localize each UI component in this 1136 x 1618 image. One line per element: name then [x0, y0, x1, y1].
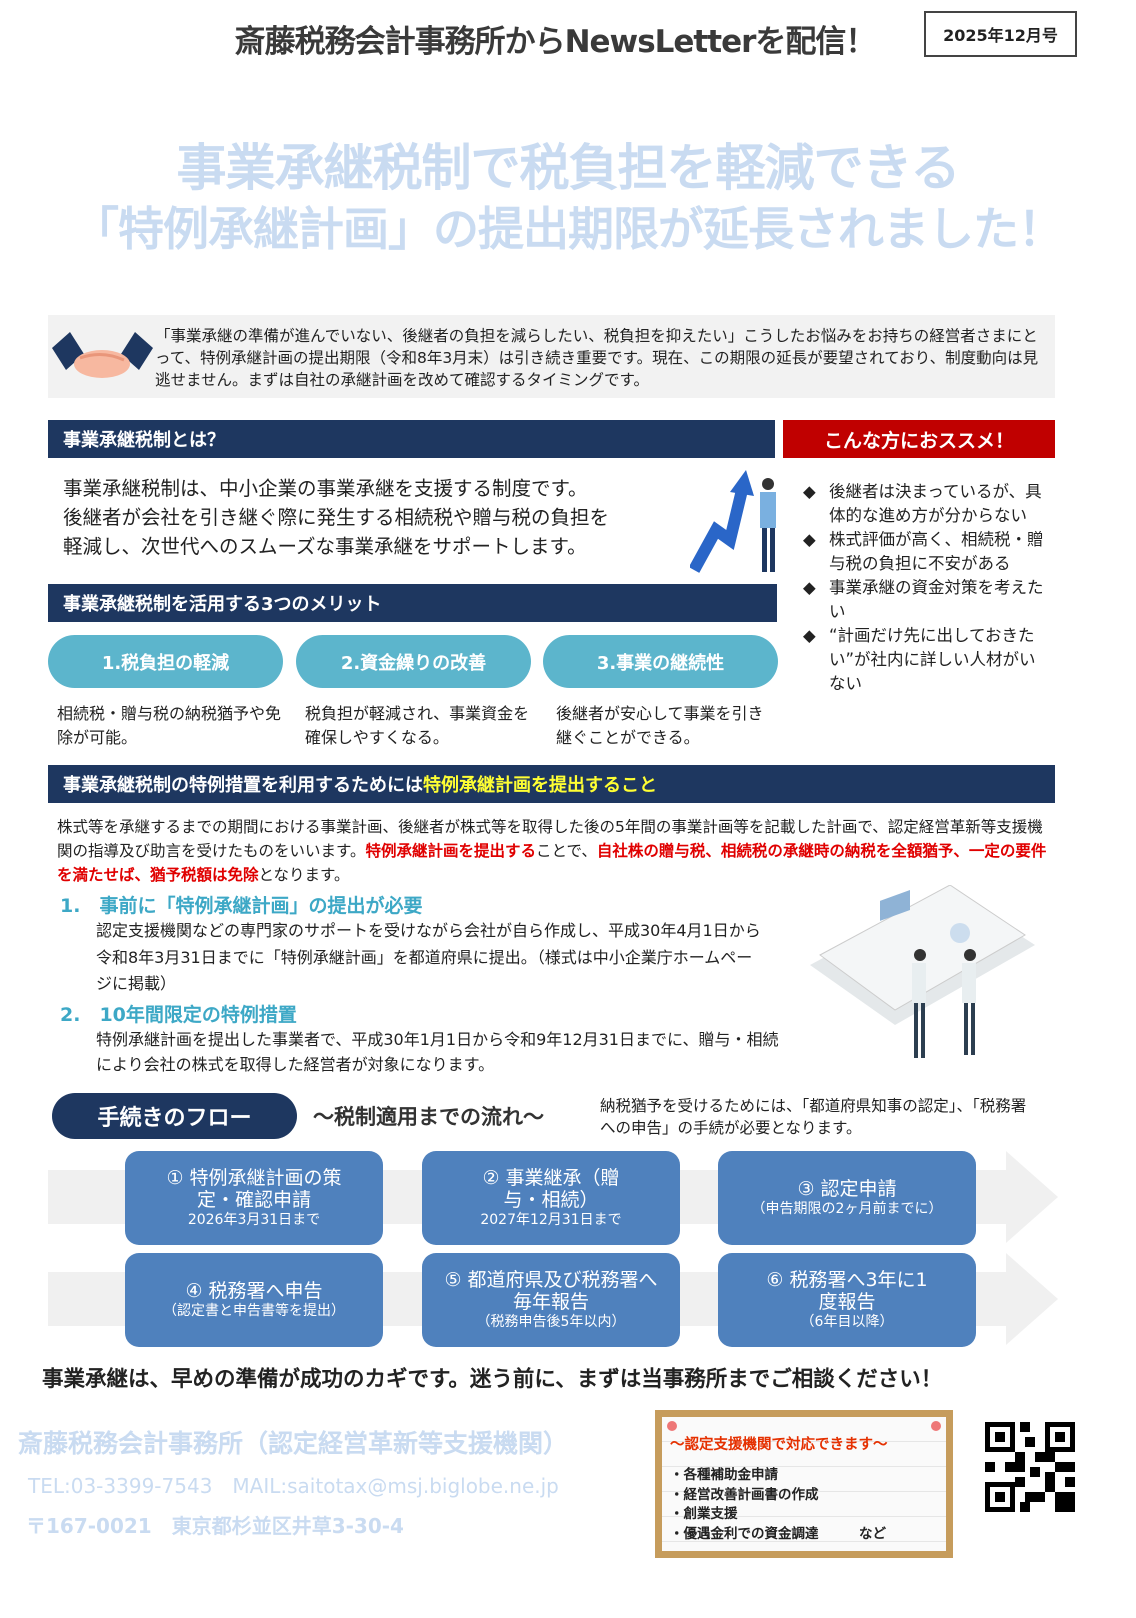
para-highlight: 自社株の贈与税、相続税の承継時の納税を全額猶予、一定の要件を満たせば、猶予税額は… [57, 842, 1047, 884]
point-2-title: 2. 10年間限定の特例措置 [60, 1004, 297, 1026]
intro-box [48, 315, 1055, 398]
step-main: ② 事業継承（贈与・相続） [482, 1167, 620, 1211]
step-sub: （税務申告後5年以内） [476, 1314, 626, 1330]
step-sub: （申告期限の2ヶ月前までに） [751, 1201, 943, 1217]
step-sub: 2026年3月31日まで [187, 1212, 321, 1228]
recommend-item: 事業承継の資金対策を考えたい [803, 576, 1048, 624]
special-heading: 事業承継税制の特例措置を利用するためには特例承継計画を提出すること [48, 765, 1055, 803]
about-line: 軽減し、次世代へのスムーズな事業承継をサポートします。 [63, 535, 587, 558]
recommend-item: “計画だけ先に出しておきたい”が社内に詳しい人材がいない [803, 624, 1048, 696]
merit-pill-3: 3.事業の継続性 [543, 635, 778, 688]
headline-line1: 事業承継税制で税負担を軽減できる [176, 139, 961, 197]
merits-heading: 事業承継税制を活用する3つのメリット [48, 584, 777, 622]
para-text: ことで、 [535, 842, 597, 860]
para-highlight: 特例承継計画を提出する [365, 842, 536, 860]
recommend-heading: こんな方におススメ！ [783, 420, 1055, 458]
step-main: ① 特例承継計画の策定・確認申請 [166, 1167, 342, 1211]
issue-badge: 2025年12月号 [924, 11, 1077, 57]
para-text: 株式等を承継するまでの期間における事業計画、後継者が株式等を取得した後の5年間の… [57, 818, 1043, 860]
special-paragraph: 株式等を承継するまでの期間における事業計画、後継者が株式等を取得した後の5年間の… [57, 815, 1052, 887]
services-board: 〜認定支援機関で対応できます〜 ・各種補助金申請 ・経営改善計画書の作成 ・創業… [655, 1410, 953, 1558]
para-text: となります。 [258, 866, 350, 884]
about-line: 事業承継税制は、中小企業の事業承継を支援する制度です。 [63, 477, 588, 500]
flow-subtitle: 〜税制適用までの流れ〜 [313, 1105, 544, 1129]
recommend-list: 後継者は決まっているが、具体的な進め方が分からない 株式評価が高く、相続税・贈与… [803, 480, 1048, 696]
merit-pill-1: 1.税負担の軽減 [48, 635, 283, 688]
handshake-icon [52, 332, 153, 378]
recommend-item: 後継者は決まっているが、具体的な進め方が分からない [803, 480, 1048, 528]
recommend-item: 株式評価が高く、相続税・贈与税の負担に不安がある [803, 528, 1048, 576]
step-main: ⑥ 税務署へ3年に1度報告 [766, 1269, 928, 1313]
merit-desc-1: 相続税・贈与税の納税猶予や免除が可能。 [57, 704, 282, 747]
pin-icon [667, 1421, 677, 1431]
point-2-body: 特例承継計画を提出した事業者で、平成30年1月1日から令和9年12月31日までに… [96, 1030, 779, 1074]
office-name: 斎藤税務会計事務所（認定経営革新等支援機関） [18, 1429, 569, 1458]
merit-desc-3: 後継者が安心して事業を引き継ぐことができる。 [556, 704, 764, 747]
special-heading-text: 事業承継税制の特例措置を利用するためには [63, 775, 423, 796]
board-title: 〜認定支援機関で対応できます〜 [670, 1437, 888, 1453]
flow-note: 納税猶予を受けるためには、「都道府県知事の認定」、「税務署への申告」の手続が必要… [600, 1097, 1027, 1137]
office-address: 〒167-0021 東京都杉並区井草3-30-4 [26, 1514, 404, 1538]
step-main: ④ 税務署へ申告 [185, 1280, 323, 1302]
office-contact: TEL:03-3399-7543 MAIL:saitotax@msj.biglo… [28, 1474, 559, 1498]
board-item: ・経営改善計画書の作成 [670, 1486, 819, 1503]
board-item: ・優遇金利での資金調達 など [670, 1525, 886, 1542]
flow-step-4: ④ 税務署へ申告（認定書と申告書等を提出） [125, 1253, 383, 1347]
step-sub: （認定書と申告書等を提出） [163, 1303, 345, 1319]
point-1-body: 認定支援機関などの専門家のサポートを受けながら会社が自ら作成し、平成30年4月1… [96, 921, 761, 993]
flow-step-3: ③ 認定申請（申告期限の2ヶ月前までに） [718, 1151, 976, 1245]
merit-desc-2: 税負担が軽減され、事業資金を確保しやすくなる。 [305, 704, 530, 747]
documents-people-illustration [810, 885, 1035, 1058]
closing-message: 事業承継は、早めの準備が成功のカギです。迷う前に、まずは当事務所までご相談くださ… [42, 1367, 943, 1392]
point-1-title: 1. 事前に「特例承継計画」の提出が必要 [60, 895, 423, 917]
board-item: ・各種補助金申請 [670, 1467, 778, 1483]
pin-icon [931, 1421, 941, 1431]
headline-line2: 「特例承継計画」の提出期限が延長されました！ [73, 202, 1064, 256]
about-line: 後継者が会社を引き継ぐ際に発生する相続税や贈与税の負担を [63, 506, 610, 529]
growth-arrow-person-illustration [690, 470, 776, 573]
step-main: ⑤ 都道府県及び税務署へ毎年報告 [444, 1269, 658, 1313]
about-heading: 事業承継税制とは？ [48, 420, 775, 458]
special-heading-highlight: 特例承継計画を提出すること [423, 775, 657, 796]
intro-text: 「事業承継の準備が進んでいない、後継者の負担を減らしたい、税負担を抑えたい」こう… [155, 327, 1039, 389]
board-item: ・創業支援 [670, 1506, 738, 1522]
qr-code[interactable] [985, 1422, 1075, 1512]
merit-pill-2: 2.資金繰りの改善 [296, 635, 531, 688]
newsletter-title: 斎藤税務会計事務所からNewsLetterを配信！ [234, 24, 877, 60]
flow-step-6: ⑥ 税務署へ3年に1度報告（6年目以降） [718, 1253, 976, 1347]
step-sub: 2027年12月31日まで [480, 1212, 622, 1228]
flow-step-2: ② 事業継承（贈与・相続）2027年12月31日まで [422, 1151, 680, 1245]
arrow-right-icon [1006, 1151, 1058, 1243]
step-main: ③ 認定申請 [797, 1178, 897, 1200]
flow-step-5: ⑤ 都道府県及び税務署へ毎年報告（税務申告後5年以内） [422, 1253, 680, 1347]
arrow-right-icon [1006, 1253, 1058, 1345]
step-sub: （6年目以降） [800, 1314, 894, 1330]
about-text: 事業承継税制は、中小企業の事業承継を支援する制度です。 後継者が会社を引き継ぐ際… [63, 474, 609, 561]
flow-label: 手続きのフロー [52, 1093, 297, 1139]
